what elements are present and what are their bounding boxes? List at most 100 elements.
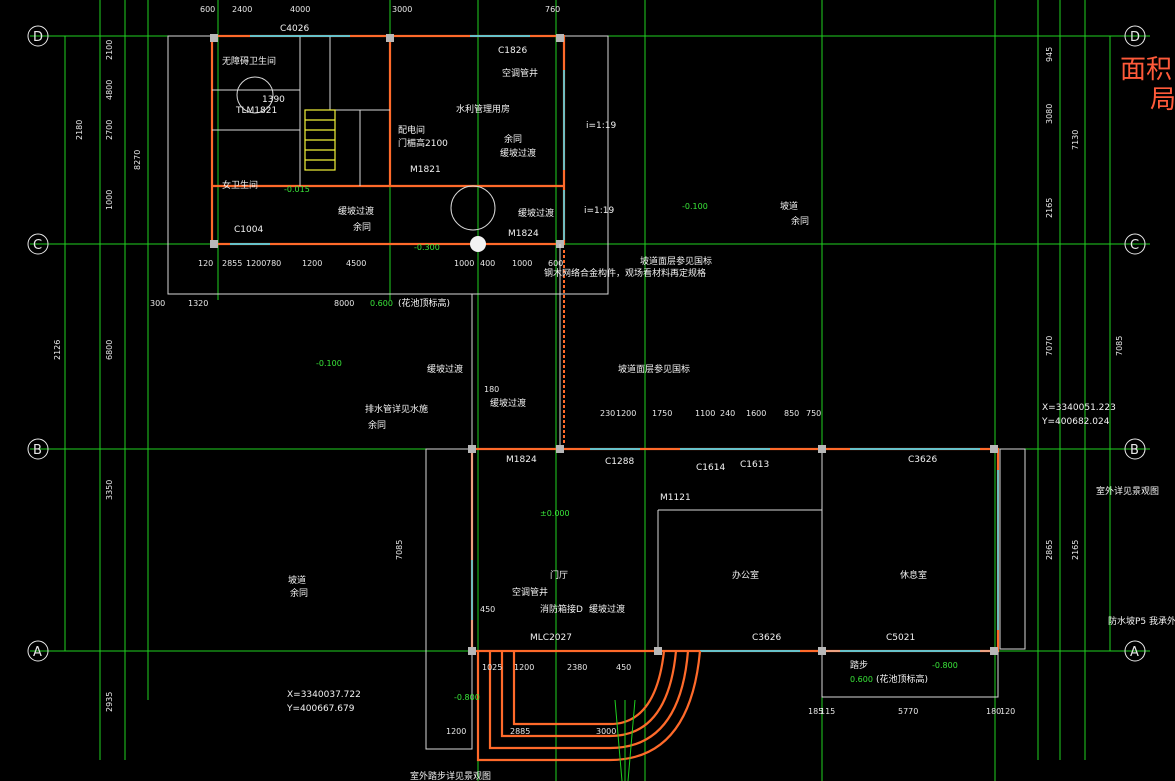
note-ramp-1: 缓坡过渡 — [338, 205, 374, 217]
note-ac-shaft-bottom: 空调管井 — [512, 586, 548, 598]
room-hall: 门厅 — [550, 569, 568, 581]
lvl-0800-b: -0.800 — [454, 693, 480, 702]
dim-rowc-2: 2855 — [222, 259, 242, 268]
dim-rowb-3: 1750 — [652, 409, 672, 418]
dim-rowc-10: 600 — [548, 259, 563, 268]
lvl-0800: -0.800 — [932, 661, 958, 670]
note-same-3: 余同 — [368, 419, 386, 431]
room-lounge: 休息室 — [900, 569, 927, 581]
axis-label-a-right: A — [1130, 645, 1139, 660]
dim-misc-2: 8000 — [334, 299, 354, 308]
dim-top-3: 4000 — [290, 5, 310, 14]
dim-right-3: 3080 — [1045, 104, 1054, 124]
note-flowerbed-b: (花池顶标高) — [876, 673, 928, 685]
dim-left-9: 6800 — [105, 340, 114, 360]
note-same-1: 余同 — [353, 221, 371, 233]
dim-bottom-1: 185 — [808, 707, 823, 716]
lvl-0600: 0.600 — [370, 299, 393, 308]
door-m1121: M1121 — [660, 493, 691, 503]
note-ramp-6: 缓坡过渡 — [589, 603, 625, 615]
note-waterproof: 防水坡P5 我承外墙 — [1108, 615, 1175, 627]
axis-grid — [30, 0, 1150, 781]
axis-label-c: C — [33, 238, 42, 253]
dim-left-1: 2100 — [105, 40, 114, 60]
win-c1614: C1614 — [696, 463, 725, 473]
dim-rowb-8: 750 — [806, 409, 821, 418]
note-ramp-5: 缓坡过渡 — [490, 397, 526, 409]
lvl-0100: -0.100 — [316, 359, 342, 368]
dim-rowc-1: 120 — [198, 259, 213, 268]
dim-left-2: 4800 — [105, 80, 114, 100]
note-ac-shaft: 空调管井 — [502, 67, 538, 79]
lvl-0600-b: 0.600 — [850, 675, 873, 684]
dim-bottom-3: 5770 — [898, 707, 918, 716]
dim-left-3: 2700 — [105, 120, 114, 140]
note-ramp-4: 缓坡过渡 — [427, 363, 463, 375]
note-same-2: 余同 — [504, 133, 522, 145]
dim-right-2: 7130 — [1071, 130, 1080, 150]
door-m1824-top: M1824 — [508, 229, 539, 239]
dim-misc-10: 1200 — [446, 727, 466, 736]
dim-misc-7: 1200 — [514, 663, 534, 672]
axis-bubbles: D C B A D C B A — [27, 25, 1146, 662]
dim-left-10: 7085 — [395, 540, 404, 560]
axis-label-b: B — [33, 443, 42, 458]
note-bottom-cut: 室外踏步详见景观图 — [410, 770, 491, 781]
win-c1004: C1004 — [234, 225, 263, 235]
room-water: 水利管理用房 — [456, 103, 510, 115]
dim-top-1: 600 — [200, 5, 215, 14]
door-tlm1821: TLM1821 — [235, 106, 277, 116]
door-m1824-mid: M1824 — [506, 455, 537, 465]
win-c3626-bottom: C3626 — [752, 633, 781, 643]
dim-bottom-4: 180 — [986, 707, 1001, 716]
note-ramp-surface: 坡道面层参见国标 — [640, 255, 712, 267]
lower-building — [425, 445, 1026, 781]
axis-label-c-right: C — [1130, 238, 1139, 253]
dim-misc-4: 180 — [484, 385, 499, 394]
dim-top-4: 3000 — [392, 5, 412, 14]
coord-2x: X=3340037.722 — [287, 690, 361, 700]
dim-left-12: 2935 — [105, 692, 114, 712]
lvl-0100-b: -0.100 — [682, 202, 708, 211]
dim-right-1: 945 — [1045, 47, 1054, 62]
room-toilet-b: 女卫生间 — [222, 179, 258, 191]
note-drain-pipe: 排水管详见水施 — [365, 403, 428, 415]
dim-top-5: 760 — [545, 5, 560, 14]
dim-misc-8: 2380 — [567, 663, 587, 672]
dim-rowc-6: 4500 — [346, 259, 366, 268]
dim-top-2: 2400 — [232, 5, 252, 14]
dim-left-8: 2126 — [53, 340, 62, 360]
dim-left-4: 1000 — [105, 190, 114, 210]
note-slope-1: i=1:19 — [584, 206, 615, 216]
note-ramp-2: 缓坡过渡 — [500, 147, 536, 159]
note-diamond: 1390 — [262, 95, 285, 105]
coord-2y: Y=400667.679 — [286, 704, 355, 714]
note-ramp-surface-2: 坡道面层参见国标 — [618, 363, 690, 375]
upper-building — [167, 34, 609, 295]
dim-right-5: 2165 — [1071, 540, 1080, 560]
note-ramp-label-2: 坡道 — [780, 200, 798, 212]
dim-rowc-8: 400 — [480, 259, 495, 268]
axis-label-b-right: B — [1130, 443, 1139, 458]
dim-misc-12: 3000 — [596, 727, 616, 736]
dim-right-8: 2865 — [1045, 540, 1054, 560]
dim-left-5: 8270 — [133, 150, 142, 170]
note-outdoor: 室外详见景观图 — [1096, 485, 1159, 497]
win-c3626-top: C3626 — [908, 455, 937, 465]
note-step-label: 踏步 — [850, 659, 868, 671]
lvl-0000: ±0.000 — [540, 509, 570, 518]
lvl-0015: -0.015 — [284, 185, 310, 194]
title-partial-1: 面积 — [1120, 55, 1172, 85]
dim-left-11: 3350 — [105, 480, 114, 500]
axis-label-d-right: D — [1130, 30, 1140, 45]
dim-misc-3: 300 — [150, 299, 165, 308]
dim-right-7: 7085 — [1115, 336, 1124, 356]
note-fire-box: 消防箱接D — [540, 603, 583, 615]
dim-rowb-2: 1200 — [616, 409, 636, 418]
coord-1y: Y=400682.024 — [1041, 417, 1110, 427]
note-alloy: 钢木网络合金构件，观场看材料再定规格 — [544, 267, 706, 279]
dim-right-6: 7070 — [1045, 336, 1054, 356]
dimensions: 600 2400 4000 3000 760 230 1200 1750 110… — [53, 5, 1124, 736]
dim-rowb-5: 240 — [720, 409, 735, 418]
